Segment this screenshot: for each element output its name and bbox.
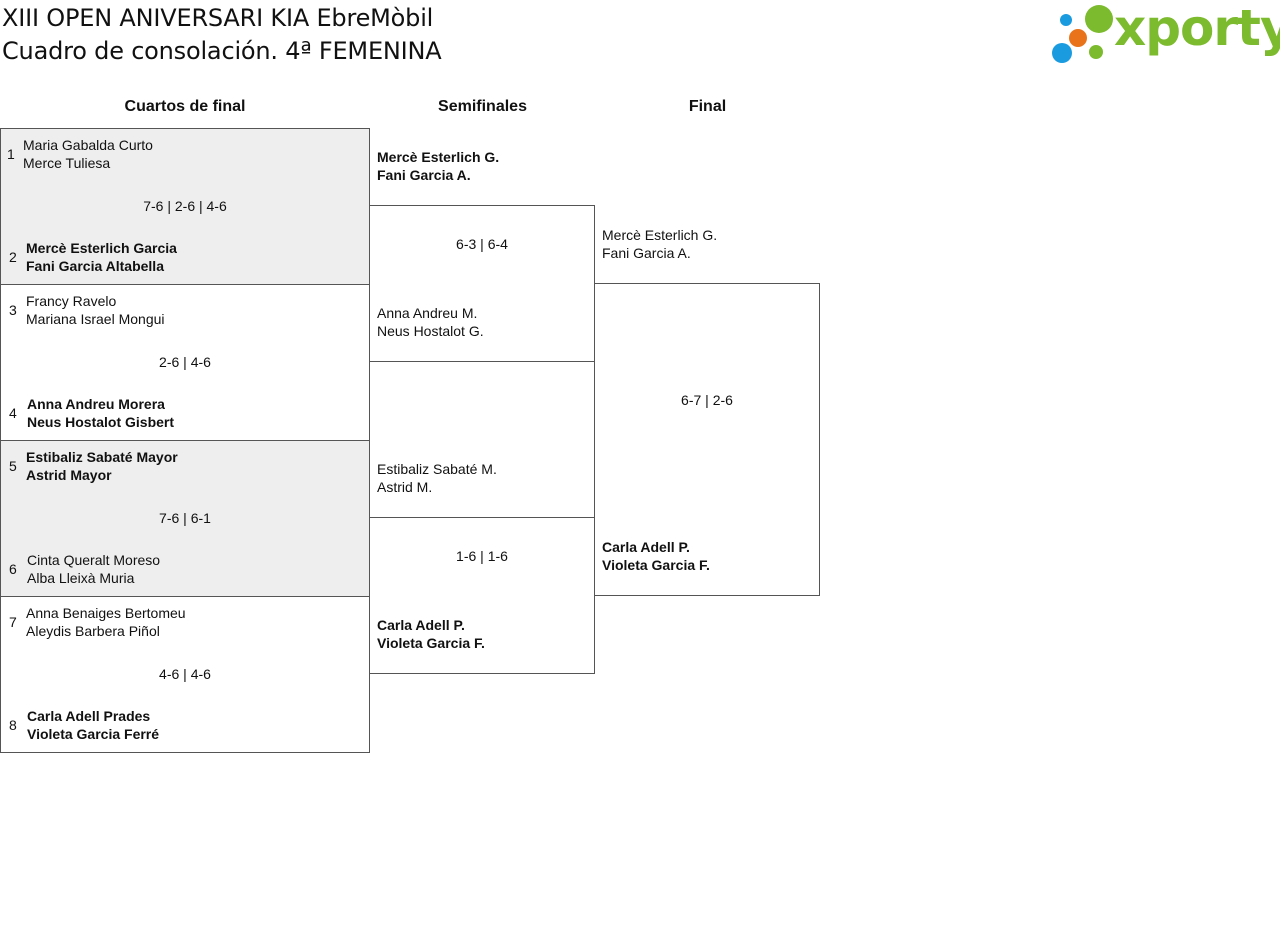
match-score: 2-6 | 4-6 xyxy=(159,354,211,370)
qf-team-bottom-winner: Anna Andreu Morera Neus Hostalot Gisbert xyxy=(27,395,174,431)
qf-match-4[interactable]: 7 Anna Benaiges Bertomeu Aleydis Barbera… xyxy=(0,596,370,753)
seed-number: 2 xyxy=(9,249,17,265)
player-name: Aleydis Barbera Piñol xyxy=(26,623,160,639)
title-line-1: XIII OPEN ANIVERSARI KIA EbreMòbil xyxy=(2,4,434,32)
match-score: 4-6 | 4-6 xyxy=(159,666,211,682)
player-name: Cinta Queralt Moreso xyxy=(27,552,161,568)
player-name: Neus Hostalot G. xyxy=(377,323,484,339)
player-name: Mariana Israel Mongui xyxy=(26,311,165,327)
player-name: Fani Garcia A. xyxy=(602,245,691,261)
logo-green-dot-small xyxy=(1089,45,1103,59)
logo-green-dot xyxy=(1085,5,1113,33)
match-score: 7-6 | 6-1 xyxy=(159,510,211,526)
column-header-final: Final xyxy=(688,98,727,115)
column-header-semifinals: Semifinales xyxy=(438,98,527,115)
final-match[interactable] xyxy=(594,283,820,596)
qf-team-top: Maria Gabalda Curto Merce Tuliesa xyxy=(23,136,153,172)
player-name: Carla Adell P. xyxy=(602,539,690,555)
match-score: 6-7 | 2-6 xyxy=(681,392,733,408)
player-name: Mercè Esterlich G. xyxy=(602,227,718,243)
player-name: Anna Andreu Morera xyxy=(27,396,165,412)
seed-number: 8 xyxy=(9,717,17,733)
player-name: Merce Tuliesa xyxy=(23,155,111,171)
title-line-2: Cuadro de consolación. 4ª FEMENINA xyxy=(2,37,442,65)
qf-team-top: Anna Benaiges Bertomeu Aleydis Barbera P… xyxy=(26,604,186,640)
player-name: Fani Garcia Altabella xyxy=(26,258,164,274)
qf-team-bottom-winner: Mercè Esterlich Garcia Fani Garcia Altab… xyxy=(26,239,177,275)
player-name: Mercè Esterlich Garcia xyxy=(26,240,177,256)
seed-number: 3 xyxy=(9,302,17,318)
logo-orange-dot xyxy=(1069,29,1087,47)
player-name: Mercè Esterlich G. xyxy=(377,149,500,165)
player-name: Violeta Garcia Ferré xyxy=(27,726,160,742)
logo-blue-dot xyxy=(1052,43,1072,63)
player-name: Violeta Garcia F. xyxy=(377,635,485,651)
seed-number: 4 xyxy=(9,405,17,421)
qf-match-1[interactable]: 1 Maria Gabalda Curto Merce Tuliesa 7-6 … xyxy=(0,128,370,285)
logo-blue-dot-small xyxy=(1060,14,1072,26)
qf-match-3[interactable]: 5 Estibaliz Sabaté Mayor Astrid Mayor 7-… xyxy=(0,440,370,597)
qf-match-2[interactable]: 3 Francy Ravelo Mariana Israel Mongui 2-… xyxy=(0,284,370,441)
player-name: Carla Adell Prades xyxy=(27,708,151,724)
player-name: Astrid M. xyxy=(377,479,433,495)
xporty-logo: xporty xyxy=(1052,0,1280,67)
qf-team-top: Francy Ravelo Mariana Israel Mongui xyxy=(26,292,165,328)
final-team-bottom-winner: Carla Adell P. Violeta Garcia F. xyxy=(602,538,710,574)
player-name: Estibaliz Sabaté Mayor xyxy=(26,449,178,465)
qf-team-top-winner: Estibaliz Sabaté Mayor Astrid Mayor xyxy=(26,448,178,484)
qf-team-bottom-winner: Carla Adell Prades Violeta Garcia Ferré xyxy=(27,707,159,743)
seed-number: 6 xyxy=(9,561,17,577)
player-name: Maria Gabalda Curto xyxy=(23,137,153,153)
match-score: 1-6 | 1-6 xyxy=(456,548,508,564)
final-team-top: Mercè Esterlich G. Fani Garcia A. xyxy=(602,226,717,262)
tournament-title: XIII OPEN ANIVERSARI KIA EbreMòbil Cuadr… xyxy=(2,2,442,68)
player-name: Anna Andreu M. xyxy=(377,305,478,321)
seed-number: 5 xyxy=(9,458,17,474)
column-header-quarterfinals: Cuartos de final xyxy=(124,98,246,115)
player-name: Neus Hostalot Gisbert xyxy=(27,414,175,430)
player-name: Alba Lleixà Muria xyxy=(27,570,135,586)
seed-number: 7 xyxy=(9,614,17,630)
sf1-team-top-winner: Mercè Esterlich G. Fani Garcia A. xyxy=(377,148,499,184)
match-score: 7-6 | 2-6 | 4-6 xyxy=(143,198,227,214)
player-name: Estibaliz Sabaté M. xyxy=(377,461,497,477)
logo-wordmark: xporty xyxy=(1114,0,1280,57)
sf1-team-bottom: Anna Andreu M. Neus Hostalot G. xyxy=(377,304,484,340)
player-name: Carla Adell P. xyxy=(377,617,465,633)
player-name: Anna Benaiges Bertomeu xyxy=(26,605,186,621)
player-name: Astrid Mayor xyxy=(26,467,112,483)
sf2-team-bottom-winner: Carla Adell P. Violeta Garcia F. xyxy=(377,616,485,652)
match-score: 6-3 | 6-4 xyxy=(456,236,508,252)
player-name: Francy Ravelo xyxy=(26,293,117,309)
seed-number: 1 xyxy=(7,146,15,162)
sf2-team-top: Estibaliz Sabaté M. Astrid M. xyxy=(377,460,497,496)
player-name: Violeta Garcia F. xyxy=(602,557,710,573)
player-name: Fani Garcia A. xyxy=(377,167,471,183)
qf-team-bottom: Cinta Queralt Moreso Alba Lleixà Muria xyxy=(27,551,160,587)
